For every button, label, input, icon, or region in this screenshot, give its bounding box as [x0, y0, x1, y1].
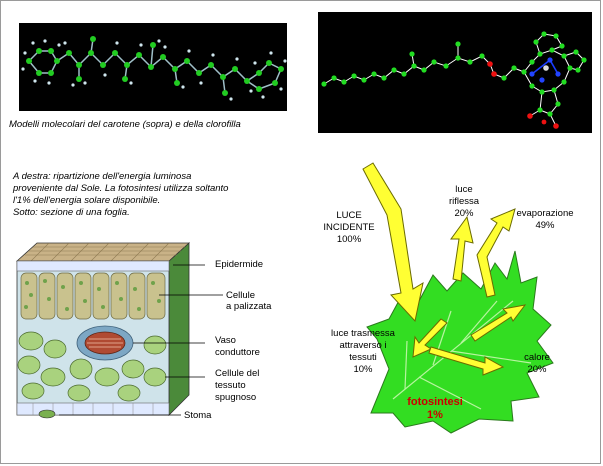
- label-luce-riflessa-1: luce: [455, 184, 473, 195]
- label-luce-trasmessa-3: tessuti: [349, 352, 377, 363]
- label-luce-trasmessa-1: luce trasmessa: [331, 328, 395, 339]
- label-fotosintesi-2: 1%: [427, 409, 443, 421]
- label-evaporazione-1: evaporazione: [516, 208, 574, 219]
- energy-caption-line-3: l'1% dell'energia solare disponibile.: [13, 195, 161, 206]
- chlorophyll-model-image: [318, 12, 592, 133]
- label-luce-incidente-3: 100%: [336, 234, 362, 245]
- energy-caption-line-4: Sotto: sezione di una foglia.: [13, 207, 130, 218]
- label-stoma: Stoma: [184, 410, 212, 421]
- chlorophyll-molecule: [321, 31, 587, 129]
- label-luce-trasmessa-2: attraverso i: [339, 340, 387, 351]
- label-calore-2: 20%: [527, 364, 547, 375]
- leaf-section-drawing: [15, 242, 223, 419]
- label-spugnoso-1: Cellule del: [215, 368, 260, 379]
- label-evaporazione-2: 49%: [535, 220, 555, 231]
- energy-caption-line-1: A destra: ripartizione dell'energia lumi…: [13, 171, 192, 182]
- label-luce-riflessa-3: 20%: [454, 208, 474, 219]
- carotene-molecule: [21, 36, 287, 101]
- energy-caption-line-2: proveniente dal Sole. La fotosintesi uti…: [13, 183, 229, 194]
- label-epidermide: Epidermide: [215, 259, 264, 270]
- carotene-model-image: [19, 23, 287, 111]
- label-luce-trasmessa-4: 10%: [353, 364, 373, 375]
- label-luce-incidente-1: LUCE: [336, 210, 362, 221]
- label-calore-1: calore: [524, 352, 550, 363]
- label-luce-riflessa-2: riflessa: [448, 196, 480, 207]
- label-vaso-1: Vaso: [215, 335, 236, 346]
- label-luce-incidente-2: INCIDENTE: [323, 222, 375, 233]
- label-cellule-palizzata-2: a palizzata: [226, 301, 272, 312]
- label-cellule-palizzata-1: Cellule: [226, 290, 256, 301]
- label-vaso-2: conduttore: [215, 347, 260, 358]
- label-spugnoso-3: spugnoso: [215, 392, 257, 403]
- label-spugnoso-2: tessuto: [215, 380, 246, 391]
- molecule-caption: Modelli molecolari del carotene (sopra) …: [9, 119, 241, 130]
- energy-leaf-diagram: [362, 162, 554, 434]
- label-fotosintesi-1: fotosintesi: [407, 396, 463, 408]
